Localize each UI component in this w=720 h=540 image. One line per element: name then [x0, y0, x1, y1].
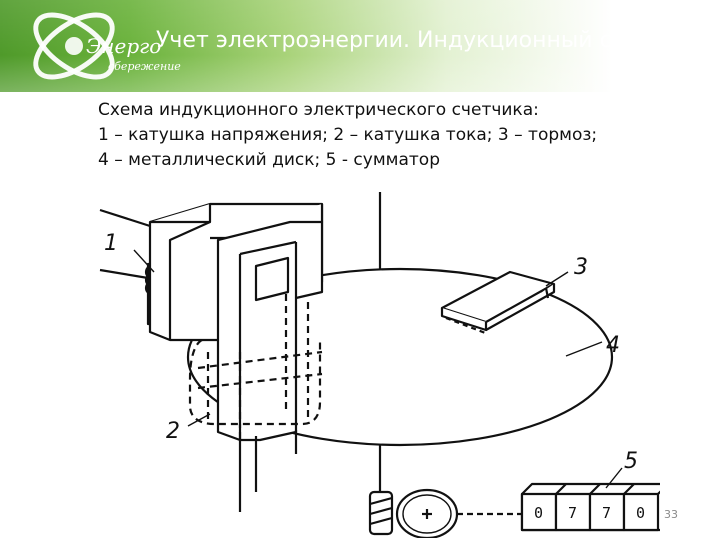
leader-2 — [187, 413, 211, 427]
counter-register — [520, 482, 660, 532]
header-sheen — [0, 0, 720, 92]
leader-4 — [565, 341, 603, 357]
energy-saving-logo-icon — [33, 12, 115, 80]
label-4: 4 — [606, 333, 620, 358]
leader-3 — [545, 271, 569, 287]
worm-gear — [368, 490, 394, 536]
counter-wheel — [395, 488, 459, 538]
label-1: 1 — [104, 231, 118, 256]
counter-digit-1: 0 — [534, 504, 543, 522]
wire-mid — [99, 268, 149, 280]
caption-line-3: 4 – металлический диск; 5 - сумматор — [98, 150, 441, 170]
counter-digit-3: 7 — [602, 504, 611, 522]
brake-magnet — [440, 270, 556, 332]
page-number: 33 — [664, 508, 678, 521]
leader-5 — [605, 467, 623, 489]
leader-1 — [133, 249, 155, 273]
label-5: 5 — [624, 449, 638, 474]
caption-line-2: 1 – катушка напряжения; 2 – катушка тока… — [98, 125, 598, 145]
caption-line-1: Схема индукционного электрического счетч… — [98, 100, 539, 120]
counter-digit-4: 0 — [636, 504, 645, 522]
slide-header: Энерго сбережение Учет электроэнергии. И… — [0, 0, 720, 92]
label-2: 2 — [166, 419, 180, 444]
counter-digit-2: 7 — [568, 504, 577, 522]
slide-title: Учет электроэнергии. Индукционный счетчи… — [156, 28, 692, 53]
label-3: 3 — [574, 255, 588, 280]
logo-word: Энерго — [86, 34, 162, 58]
figure-caption: Схема индукционного электрического счетч… — [98, 98, 698, 173]
induction-meter-diagram: 1 2 3 4 5 0 7 7 0 — [99, 192, 660, 538]
current-core — [216, 220, 324, 442]
wire-top — [99, 208, 151, 228]
logo-subtitle: сбережение — [108, 60, 181, 73]
